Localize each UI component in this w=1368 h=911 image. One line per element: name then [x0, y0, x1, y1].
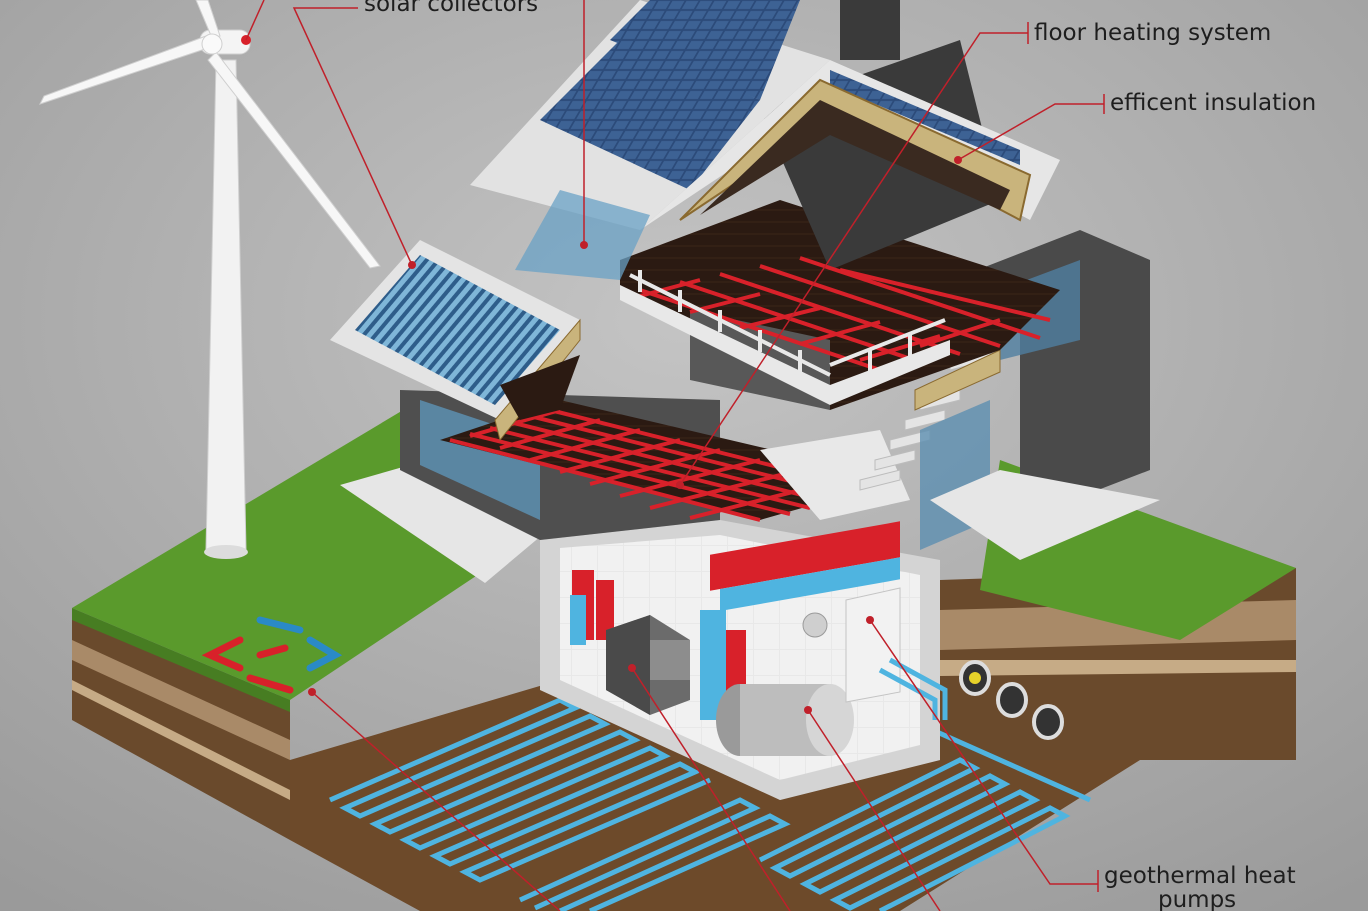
label-insulation: efficent insulation: [1110, 90, 1317, 116]
wind-turbine-icon: [39, 0, 381, 559]
geothermal-emblem-icon: [201, 616, 343, 694]
basement: [540, 520, 948, 800]
floor-heating-leader: [679, 22, 1029, 486]
label-geothermal-line1: geothermal heat: [1104, 863, 1296, 889]
pipe-openings: [959, 660, 1064, 740]
heat-pump-icon: [606, 615, 690, 715]
label-geothermal-line2: pumps: [1158, 887, 1237, 911]
solar-collectors-leader: [292, 7, 413, 266]
solar-collector-icon: [355, 255, 560, 405]
label-geothermal: geothermal heat pumps: [1104, 864, 1296, 911]
house-ground-floor: [340, 390, 910, 583]
ground-loop-icon: [329, 697, 1092, 911]
callout-dots: [308, 156, 962, 714]
main-roof: [470, 0, 1060, 280]
boiler-cabinet: [845, 587, 901, 703]
label-solar-collectors: solar collectors: [364, 0, 539, 17]
chimney: [840, 0, 900, 60]
geothermal-leader: [869, 619, 1099, 892]
label-floor-heating: floor heating system: [1034, 20, 1272, 46]
insulation-leader: [957, 94, 1105, 161]
callout-lines: [245, 0, 1105, 911]
water-tank-icon: [716, 684, 854, 756]
left-roof: [330, 240, 581, 442]
